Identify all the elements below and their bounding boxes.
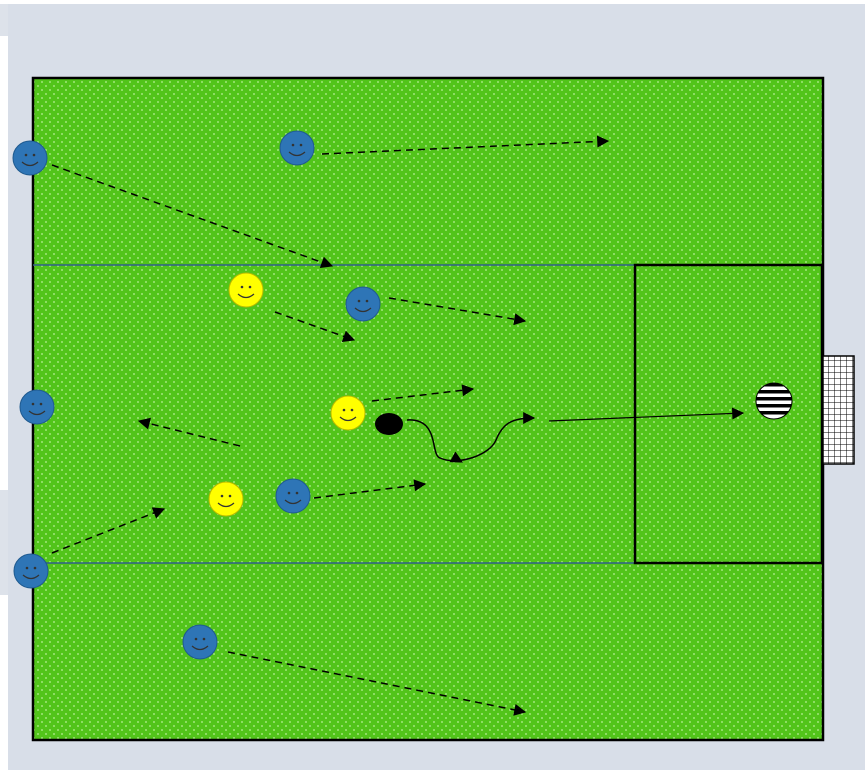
blue-player: [20, 390, 54, 424]
yellow-player: [209, 482, 243, 516]
blue-player: [14, 554, 48, 588]
goal-net-icon: [823, 356, 854, 464]
ball-icon: [375, 413, 403, 435]
blue-player: [13, 141, 47, 175]
yellow-player: [331, 396, 365, 430]
blue-player: [346, 287, 380, 321]
blue-player: [276, 479, 310, 513]
yellow-player: [229, 273, 263, 307]
blue-player: [183, 625, 217, 659]
pitch: [33, 78, 823, 740]
goalkeeper-icon: [756, 383, 792, 419]
blue-player: [280, 131, 314, 165]
